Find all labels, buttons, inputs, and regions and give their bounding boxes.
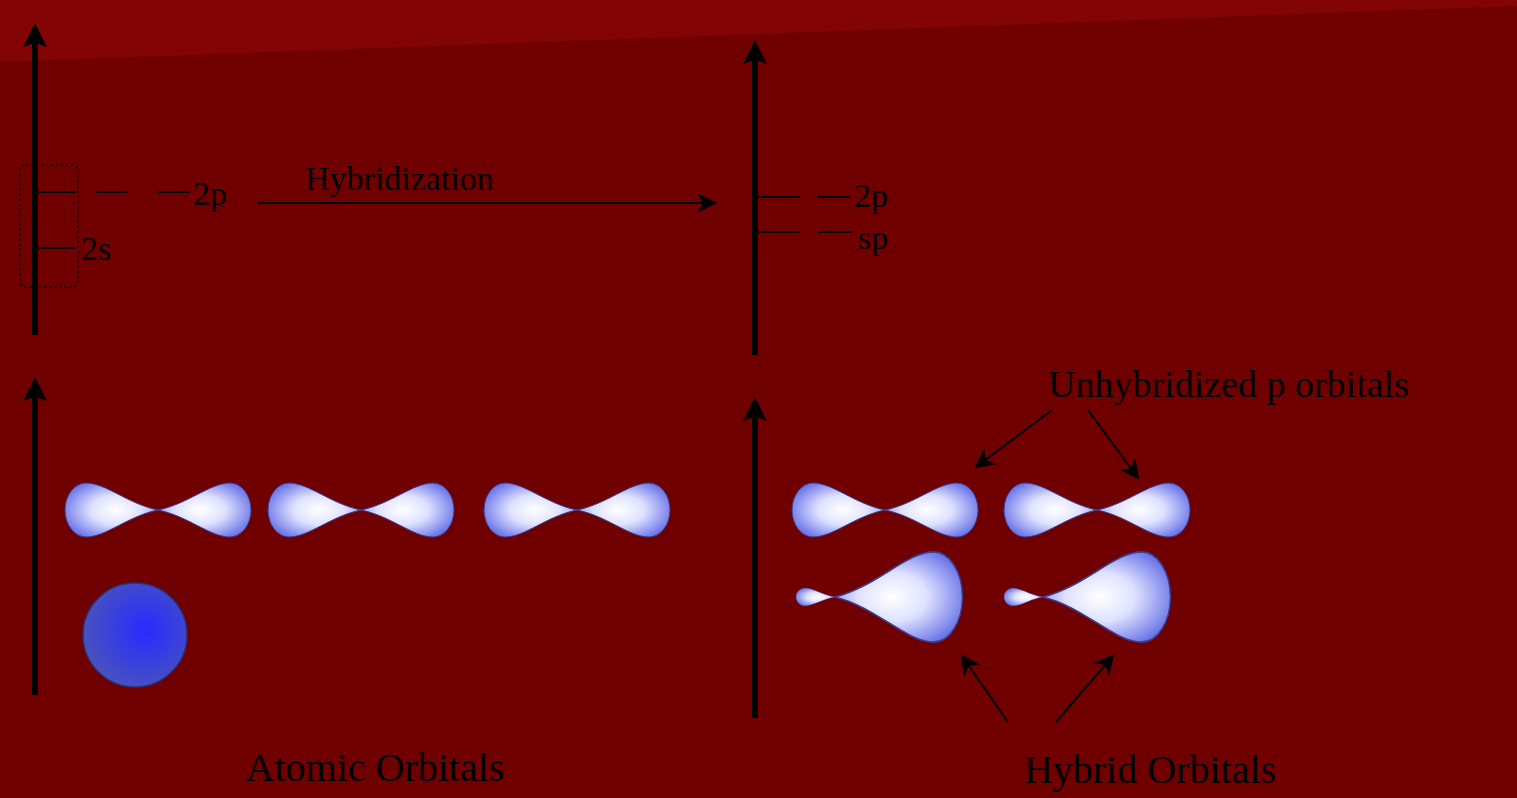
callout-label: Unhybridized p orbitals xyxy=(1048,365,1409,403)
energy-axis xyxy=(32,28,38,335)
p-orbitals xyxy=(65,483,670,537)
process-arrow xyxy=(258,202,715,204)
process-label: Hybridization xyxy=(305,162,494,196)
energy-level-label: 2p xyxy=(193,177,227,211)
unhybridized-p-orbitals xyxy=(792,483,1190,537)
energy-axis xyxy=(32,382,38,695)
dotted-group xyxy=(20,165,78,287)
leader-arrows xyxy=(962,410,1138,722)
top-band xyxy=(0,0,1517,62)
energy-level-label: 2s xyxy=(81,232,111,266)
sp-hybrid-orbitals xyxy=(796,552,1170,642)
energy-level-label: sp xyxy=(858,221,888,255)
energy-axis xyxy=(752,402,758,718)
caption-label: Atomic Orbitals xyxy=(246,748,505,788)
caption-label: Hybrid Orbitals xyxy=(1024,750,1276,790)
s-orbital xyxy=(83,583,187,687)
energy-level-label: 2p xyxy=(854,179,888,213)
energy-axis xyxy=(752,45,758,355)
energy-levels xyxy=(35,192,852,248)
